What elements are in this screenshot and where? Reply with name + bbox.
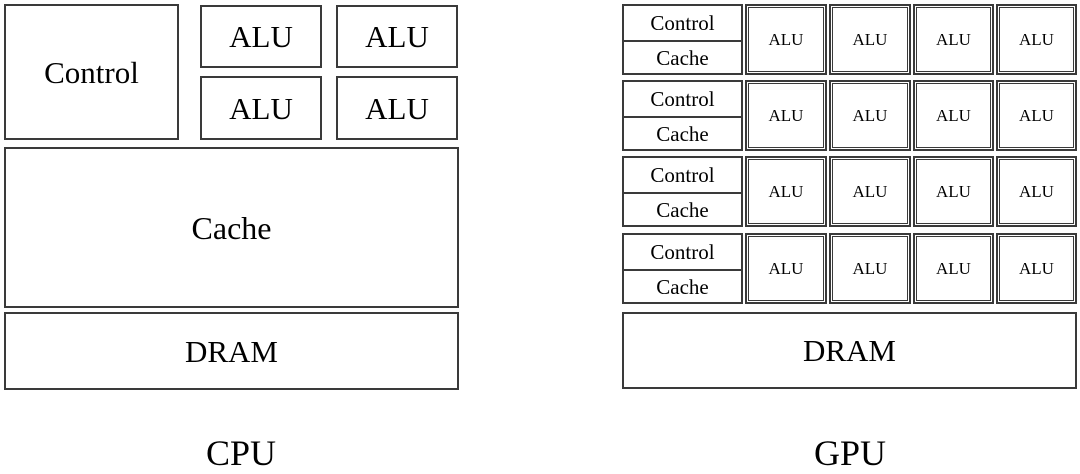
gpu-alu-block: ALU — [996, 156, 1077, 227]
gpu-dram-block: DRAM — [622, 312, 1077, 389]
gpu-cache-label: Cache — [656, 46, 709, 70]
gpu-cache-label: Cache — [656, 198, 709, 222]
cpu-control-label: Control — [44, 54, 139, 90]
gpu-alu-block: ALU — [745, 80, 827, 151]
gpu-control-label: Control — [650, 10, 715, 35]
gpu-alu-label: ALU — [768, 30, 804, 49]
gpu-divider — [624, 269, 741, 271]
gpu-control-label: Control — [650, 86, 715, 111]
gpu-control-cache-block: Control Cache — [622, 156, 743, 227]
gpu-control-cache-block: Control Cache — [622, 233, 743, 304]
cpu-control-block: Control — [4, 4, 179, 140]
gpu-alu-block: ALU — [745, 233, 827, 304]
gpu-cache-label: Cache — [656, 122, 709, 146]
gpu-alu-label: ALU — [1019, 259, 1054, 278]
gpu-alu-block: ALU — [829, 80, 911, 151]
cpu-alu-block: ALU — [200, 76, 322, 140]
gpu-alu-block: ALU — [829, 156, 911, 227]
gpu-alu-block: ALU — [996, 233, 1077, 304]
gpu-alu-label: ALU — [1019, 30, 1054, 49]
gpu-alu-label: ALU — [768, 106, 804, 125]
gpu-control-cache-block: Control Cache — [622, 80, 743, 151]
gpu-alu-label: ALU — [852, 106, 888, 125]
gpu-divider — [624, 192, 741, 194]
cpu-alu-block: ALU — [200, 5, 322, 68]
gpu-caption: GPU — [813, 433, 887, 473]
gpu-alu-label: ALU — [936, 259, 971, 278]
cpu-alu-label: ALU — [229, 90, 293, 126]
cpu-dram-block: DRAM — [4, 312, 459, 390]
gpu-alu-label: ALU — [936, 30, 971, 49]
gpu-alu-block: ALU — [829, 4, 911, 75]
gpu-alu-label: ALU — [1019, 182, 1054, 201]
gpu-alu-label: ALU — [768, 182, 804, 201]
cpu-cache-block: Cache — [4, 147, 459, 308]
gpu-control-label: Control — [650, 239, 715, 264]
gpu-control-cache-block: Control Cache — [622, 4, 743, 75]
gpu-alu-block: ALU — [745, 156, 827, 227]
gpu-alu-block: ALU — [913, 233, 994, 304]
cpu-caption: CPU — [205, 433, 277, 473]
gpu-alu-block: ALU — [745, 4, 827, 75]
gpu-alu-block: ALU — [913, 156, 994, 227]
gpu-divider — [624, 116, 741, 118]
gpu-alu-block: ALU — [913, 80, 994, 151]
gpu-cache-label: Cache — [656, 275, 709, 299]
cpu-alu-block: ALU — [336, 5, 458, 68]
gpu-alu-label: ALU — [1019, 106, 1054, 125]
cpu-alu-block: ALU — [336, 76, 458, 140]
gpu-alu-block: ALU — [996, 4, 1077, 75]
gpu-alu-label: ALU — [936, 106, 971, 125]
cpu-cache-label: Cache — [191, 209, 272, 246]
gpu-alu-label: ALU — [852, 30, 888, 49]
gpu-dram-label: DRAM — [802, 333, 896, 368]
cpu-dram-label: DRAM — [184, 333, 278, 369]
gpu-alu-block: ALU — [829, 233, 911, 304]
gpu-divider — [624, 40, 741, 42]
gpu-alu-label: ALU — [768, 259, 804, 278]
gpu-alu-block: ALU — [996, 80, 1077, 151]
cpu-alu-label: ALU — [229, 19, 293, 54]
cpu-alu-label: ALU — [365, 90, 429, 126]
gpu-alu-label: ALU — [852, 182, 888, 201]
gpu-alu-label: ALU — [852, 259, 888, 278]
gpu-control-label: Control — [650, 162, 715, 187]
gpu-alu-label: ALU — [936, 182, 971, 201]
cpu-alu-label: ALU — [365, 19, 429, 54]
gpu-alu-block: ALU — [913, 4, 994, 75]
